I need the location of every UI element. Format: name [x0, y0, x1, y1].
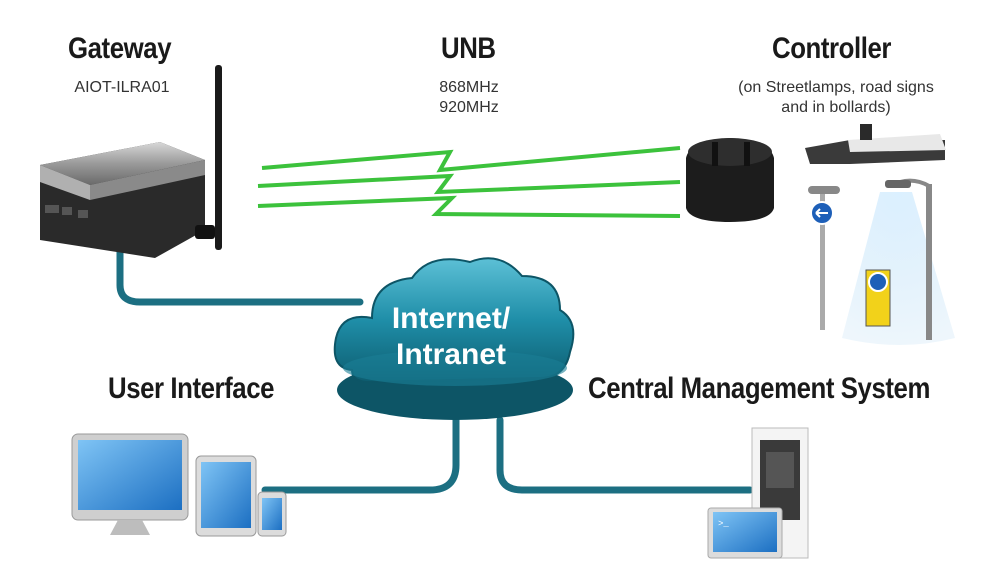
cloud-label-line2: Intranet — [396, 338, 506, 371]
controller-title: Controller — [772, 32, 891, 65]
network-links — [116, 246, 754, 494]
gateway-title: Gateway — [68, 32, 172, 65]
controller-puck — [686, 138, 774, 222]
user-devices — [71, 433, 287, 537]
streetlamp-head — [805, 124, 946, 164]
user-interface-title: User Interface — [108, 372, 275, 405]
cms-devices: >_ — [707, 427, 809, 559]
gateway-device — [40, 65, 222, 258]
unb-freq-920: 920MHz — [439, 99, 499, 116]
gateway-model: AIOT-ILRA01 — [74, 79, 170, 96]
cms-title: Central Management System — [588, 372, 930, 405]
cms-link — [496, 416, 754, 494]
user-interface-link — [261, 416, 460, 494]
cloud-label-line1: Internet/ — [392, 302, 511, 335]
svg-text:>_: >_ — [718, 519, 729, 529]
unb-title: UNB — [441, 32, 496, 65]
gateway-link — [116, 246, 364, 306]
radio-waves — [257, 146, 681, 218]
lit-streetlamp — [842, 178, 955, 345]
unb-freq-868: 868MHz — [439, 79, 499, 96]
controller-desc-line2: and in bollards) — [781, 99, 891, 116]
road-sign — [808, 186, 840, 330]
internet-cloud — [333, 257, 575, 420]
controller-desc-line1: (on Streetlamps, road signs — [738, 79, 934, 96]
antenna — [215, 65, 222, 250]
